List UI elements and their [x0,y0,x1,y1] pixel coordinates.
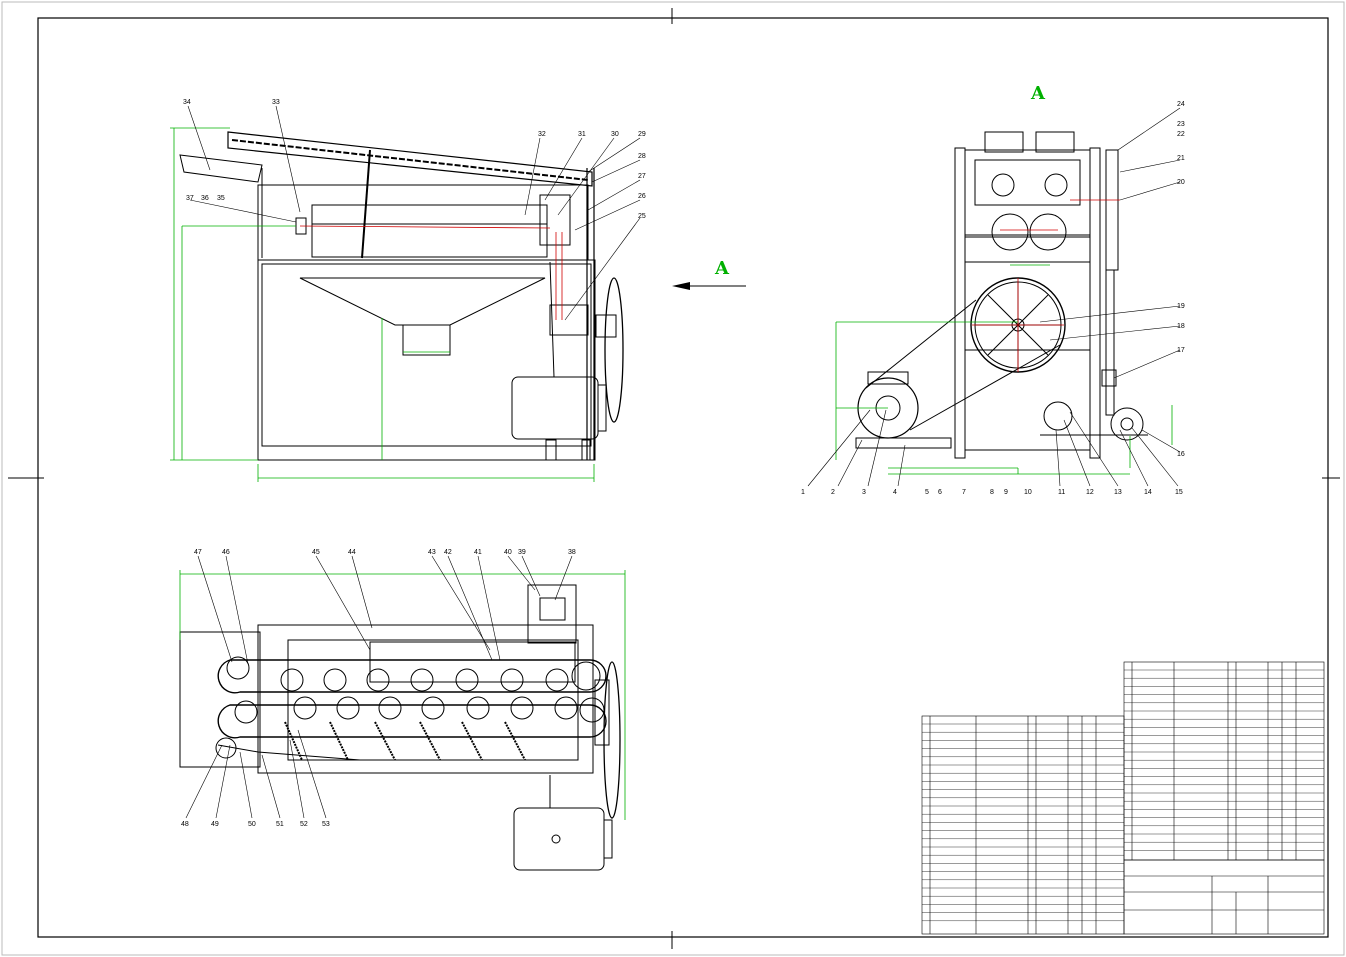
callout-number: 37 [186,195,194,202]
section-arrow-label: A [715,258,729,279]
callout-number: 6 [938,489,942,496]
callout-number: 14 [1144,489,1152,496]
callout-number: 51 [276,821,284,828]
callout-number: 52 [300,821,308,828]
callout-number: 9 [1004,489,1008,496]
callout-number: 48 [181,821,189,828]
end-view-centerlines [972,199,1120,372]
callout-number: 35 [217,195,225,202]
callout-number: 33 [272,99,280,106]
callout-number: 26 [638,193,646,200]
callout-number: 29 [638,131,646,138]
front-view-centerlines [299,225,563,320]
callout-number: 20 [1177,179,1185,186]
callout-number: 3 [862,489,866,496]
callout-number: 36 [201,195,209,202]
callout-number: 49 [211,821,219,828]
callout-number: 21 [1177,155,1185,162]
callout-number: 4 [893,489,897,496]
callout-number: 30 [611,131,619,138]
plan-view-dimensions [179,570,626,820]
callout-number: 19 [1177,303,1185,310]
callout-number: 53 [322,821,330,828]
callout-number: 17 [1177,347,1185,354]
title-block [1123,859,1325,935]
front-view [179,131,624,461]
callout-number: 28 [638,153,646,160]
parts-list-right [1123,661,1325,861]
callout-number: 8 [990,489,994,496]
end-view-title: A [1031,83,1045,104]
callout-number: 38 [568,549,576,556]
callout-number: 25 [638,213,646,220]
view-direction-arrow [672,282,746,290]
callout-number: 27 [638,173,646,180]
front-view-dimensions [170,127,595,482]
callout-number: 13 [1114,489,1122,496]
callout-number: 11 [1058,489,1065,496]
callout-number: 16 [1177,451,1185,458]
callout-number: 47 [194,549,202,556]
end-callout-leaders [807,107,1181,487]
callout-number: 44 [348,549,356,556]
callout-number: 7 [962,489,966,496]
callout-number: 46 [222,549,230,556]
front-callout-leaders [187,105,641,321]
parts-list-rows [922,669,1324,921]
callout-number: 22 [1177,131,1185,138]
callout-number: 24 [1177,101,1185,108]
callout-number: 18 [1177,323,1185,330]
callout-number: 1 [801,489,805,496]
callout-number: 41 [474,549,482,556]
parts-list-left [921,715,1125,935]
callout-number: 40 [504,549,512,556]
callout-number: 31 [578,131,586,138]
plan-callout-leaders [185,555,573,819]
plan-view [179,584,621,871]
callout-number: 12 [1086,489,1094,496]
end-view-dimensions [835,264,1173,475]
callout-number: 50 [248,821,256,828]
callout-number: 34 [183,99,191,106]
callout-number: 43 [428,549,436,556]
callout-number: 15 [1175,489,1183,496]
callout-number: 42 [444,549,452,556]
callout-number: 2 [831,489,835,496]
callout-number: 23 [1177,121,1185,128]
callout-number: 32 [538,131,546,138]
callout-number: 5 [925,489,929,496]
callout-number: 45 [312,549,320,556]
callout-number: 10 [1024,489,1032,496]
callout-number: 39 [518,549,526,556]
